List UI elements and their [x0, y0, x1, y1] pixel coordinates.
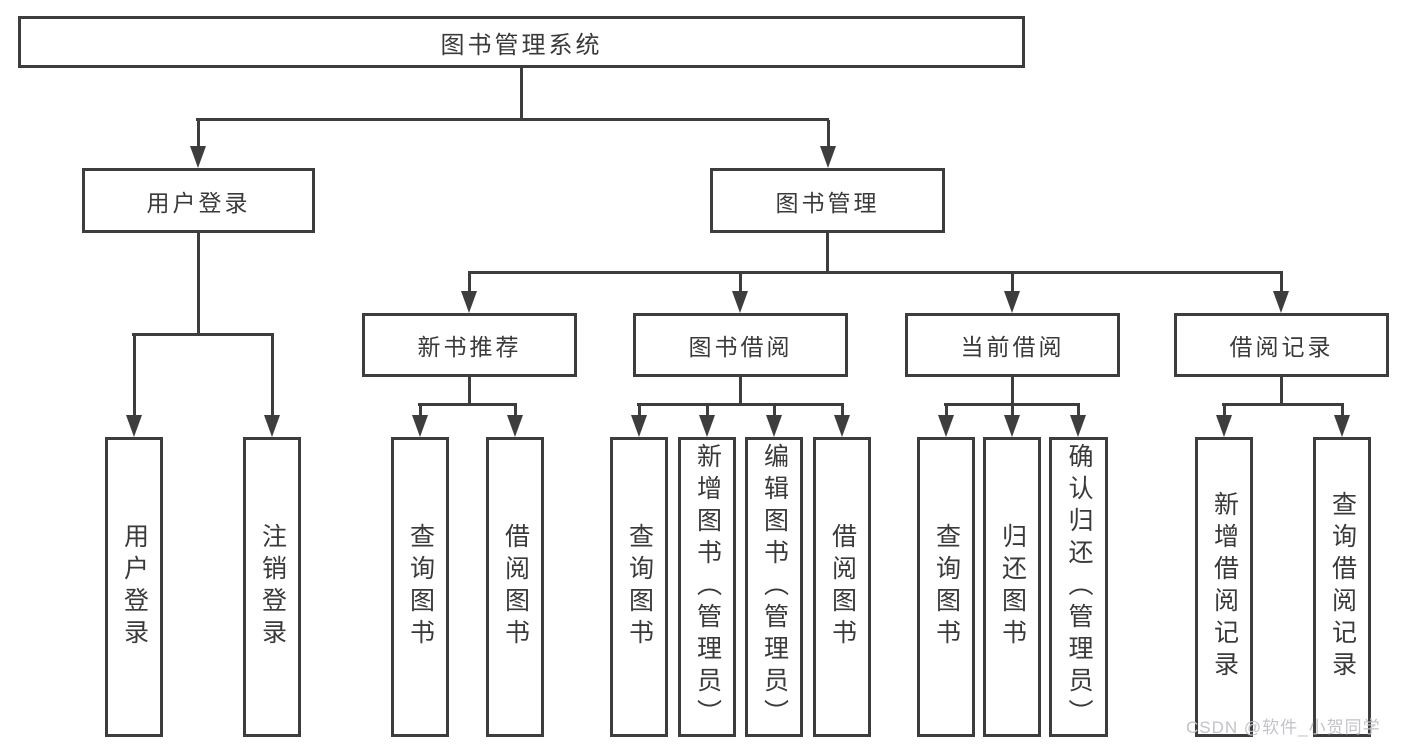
leaf-borrow-books-borrowing: 借阅图书: [813, 437, 871, 737]
csdn-watermark: CSDN @软件_小贺同学: [1186, 718, 1381, 737]
connector-arrow: [1334, 405, 1350, 437]
connector-arrow: [264, 335, 280, 437]
leaf-label: 新增借阅记录: [1210, 491, 1239, 683]
connector-arrow: [190, 120, 206, 168]
leaf-add-borrow-record: 新增借阅记录: [1195, 437, 1253, 737]
leaf-label: 确认归还（管理员）: [1065, 443, 1093, 731]
leaf-label: 查询图书: [406, 523, 435, 651]
leaf-label: 查询借阅记录: [1328, 491, 1357, 683]
leaf-label: 借阅图书: [828, 523, 857, 651]
connector-arrow: [126, 335, 142, 437]
connector-line: [196, 118, 829, 121]
connector-line: [418, 403, 517, 406]
connector-line: [1280, 375, 1283, 405]
leaf-logout: 注销登录: [243, 437, 301, 737]
leaf-label: 新增图书（管理员）: [693, 443, 722, 731]
leaf-user-login: 用户登录: [105, 437, 163, 737]
connector-line: [468, 271, 1283, 274]
node-new-book-recommend: 新书推荐: [362, 313, 577, 377]
connector-arrow: [938, 405, 954, 437]
leaf-query-books-recommend: 查询图书: [391, 437, 449, 737]
connector-arrow: [1004, 405, 1020, 437]
leaf-edit-book-admin: 编辑图书（管理员）: [745, 437, 803, 737]
leaf-query-books-current: 查询图书: [917, 437, 975, 737]
leaf-return-book: 归还图书: [983, 437, 1041, 737]
leaf-query-borrow-record: 查询借阅记录: [1313, 437, 1371, 737]
connector-arrow: [631, 405, 647, 437]
connector-line: [739, 375, 742, 405]
connector-arrow: [1216, 405, 1232, 437]
leaf-borrow-books-recommend: 借阅图书: [486, 437, 544, 737]
node-user-login: 用户登录: [82, 168, 315, 233]
node-book-management: 图书管理: [710, 168, 945, 233]
connector-line: [468, 375, 471, 405]
node-current-borrowing: 当前借阅: [905, 313, 1120, 377]
connector-line: [132, 333, 274, 336]
leaf-confirm-return-admin: 确认归还（管理员）: [1049, 437, 1108, 737]
connector-line: [1222, 403, 1344, 406]
leaf-label: 编辑图书（管理员）: [760, 443, 789, 731]
connector-line: [1011, 375, 1014, 405]
connector-line: [637, 403, 844, 406]
connector-arrow: [1273, 273, 1289, 313]
leaf-label: 查询图书: [625, 523, 654, 651]
leaf-query-books-borrowing: 查询图书: [610, 437, 668, 737]
connector-line: [197, 233, 200, 335]
connector-arrow: [507, 405, 523, 437]
leaf-add-book-admin: 新增图书（管理员）: [678, 437, 736, 737]
leaf-label: 借阅图书: [501, 523, 530, 651]
connector-line: [826, 233, 829, 273]
connector-arrow: [412, 405, 428, 437]
connector-arrow: [461, 273, 477, 313]
leaf-label: 注销登录: [258, 523, 287, 651]
connector-arrow: [699, 405, 715, 437]
node-book-borrowing: 图书借阅: [633, 313, 848, 377]
leaf-label: 用户登录: [120, 523, 149, 651]
leaf-label: 归还图书: [998, 523, 1027, 651]
connector-arrow: [732, 273, 748, 313]
connector-arrow: [1004, 273, 1020, 313]
leaf-label: 查询图书: [932, 523, 961, 651]
connector-line: [944, 403, 1080, 406]
connector-line: [520, 66, 523, 120]
connector-arrow: [820, 120, 836, 168]
connector-arrow: [766, 405, 782, 437]
node-borrowing-records: 借阅记录: [1174, 313, 1389, 377]
node-system-root: 图书管理系统: [18, 16, 1025, 68]
connector-arrow: [1070, 405, 1086, 437]
connector-arrow: [834, 405, 850, 437]
